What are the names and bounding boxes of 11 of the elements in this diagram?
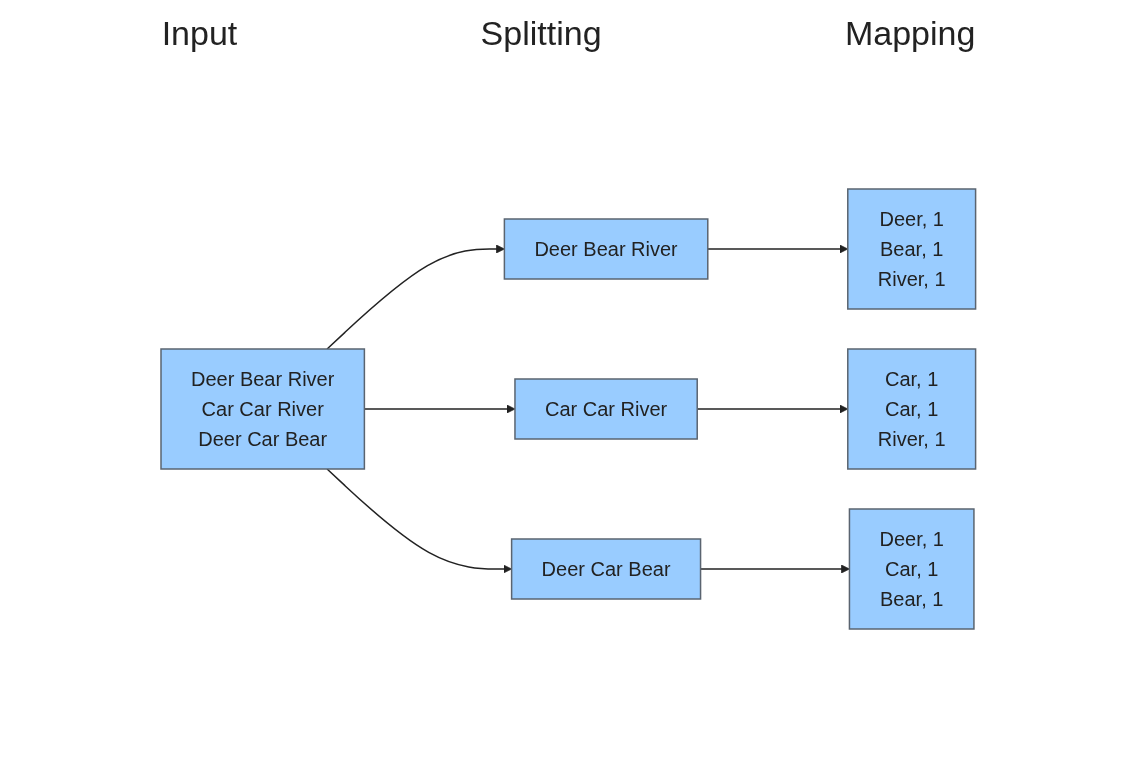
node-box: Deer Bear River	[503, 218, 709, 280]
node-box: Deer, 1 Car, 1 Bear, 1	[848, 508, 975, 630]
node-box: Car, 1 Car, 1 River, 1	[847, 348, 977, 470]
node-box: Car Car River	[514, 378, 699, 440]
column-heading: Splitting	[480, 14, 602, 54]
node-box: Deer Car Bear	[511, 538, 702, 600]
node-box: Deer Bear River Car Car River Deer Car Bear	[160, 348, 366, 470]
column-heading: Input	[161, 14, 238, 54]
arrow	[326, 244, 505, 350]
node-box: Deer, 1 Bear, 1 River, 1	[847, 188, 977, 310]
column-heading: Mapping	[844, 14, 976, 54]
